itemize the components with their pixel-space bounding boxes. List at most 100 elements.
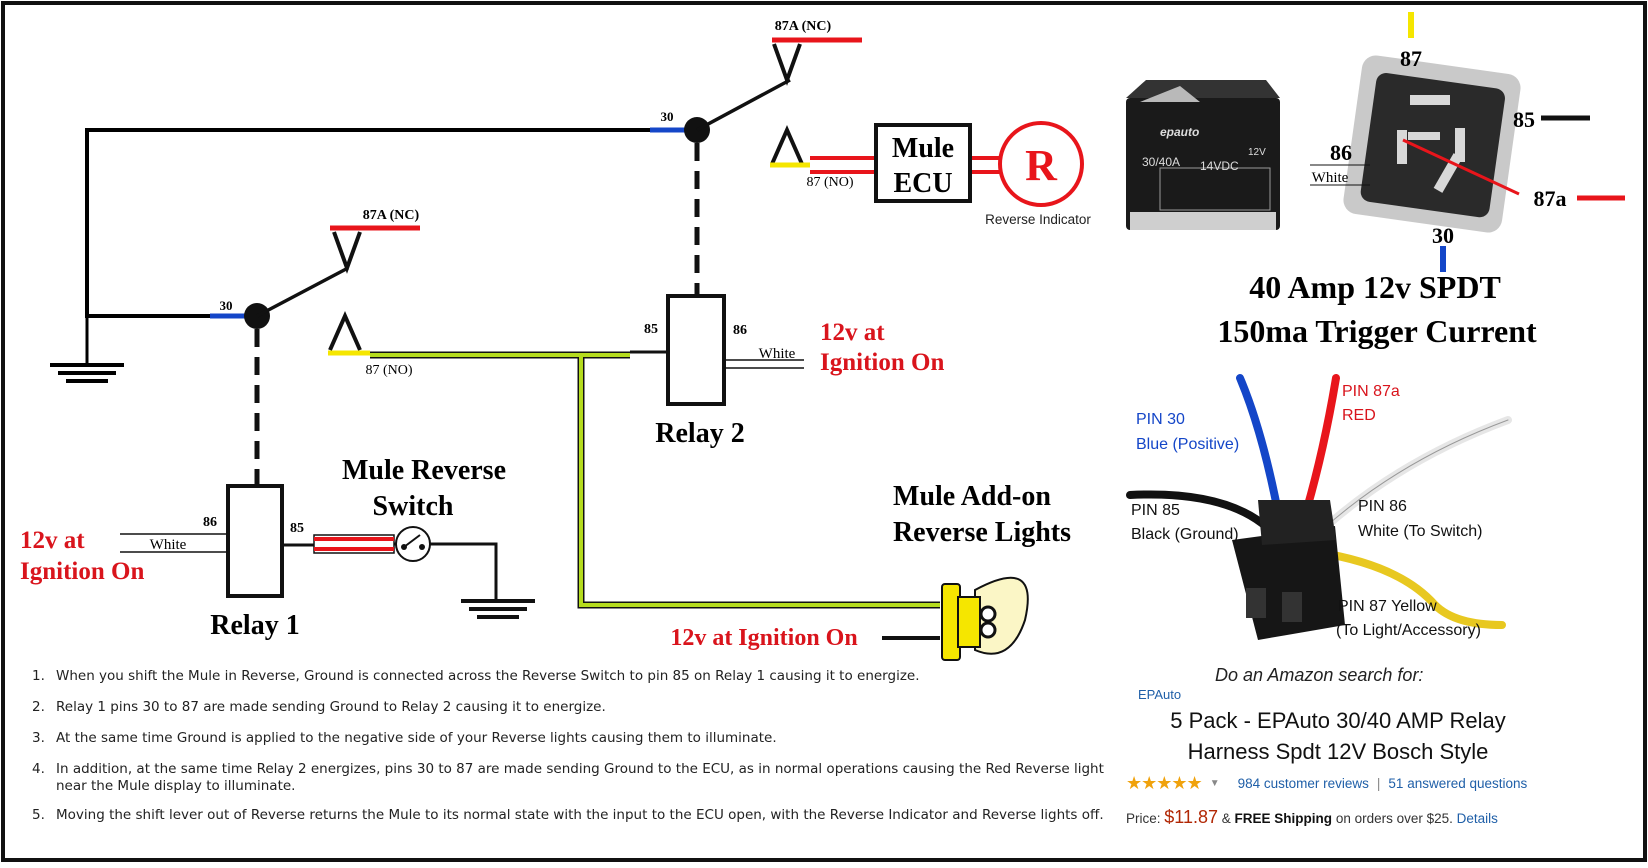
harness-pin87-color: (To Light/Accessory) xyxy=(1336,622,1481,639)
relay2-ignition-line1: 12v at xyxy=(820,319,885,346)
ecu-label-line1: Mule xyxy=(892,133,954,164)
relay1-coil xyxy=(226,484,284,598)
spec-line2: 150ma Trigger Current xyxy=(1217,313,1537,349)
green-wire xyxy=(370,351,940,609)
step-text: In addition, at the same time Relay 2 en… xyxy=(56,761,1104,794)
harness-pin85-label: PIN 85 xyxy=(1131,502,1180,519)
relay1-switch xyxy=(244,225,420,485)
step-number: 3. xyxy=(32,730,45,746)
ecu-wire xyxy=(810,156,1000,174)
reverse-indicator-label: Reverse Indicator xyxy=(985,212,1091,227)
product-title-line2: Harness Spdt 12V Bosch Style xyxy=(1187,739,1489,764)
socket-pin86-color: White xyxy=(1312,170,1349,186)
relay-socket-photo xyxy=(1343,55,1521,233)
relay2-pin85-label: 85 xyxy=(644,322,658,337)
step-number: 5. xyxy=(32,807,45,823)
ecu-label-line2: ECU xyxy=(893,168,952,199)
relay1-no-label: 87 (NO) xyxy=(365,363,412,378)
reverse-lights-ignition: 12v at Ignition On xyxy=(670,625,857,651)
harness-pin85-color: Black (Ground) xyxy=(1131,526,1239,543)
brand-link[interactable]: EPAuto xyxy=(1138,687,1182,702)
questions-link[interactable]: 51 answered questions xyxy=(1388,776,1528,791)
harness-pin87a-label: PIN 87a xyxy=(1342,383,1400,400)
details-link[interactable]: Details xyxy=(1456,811,1498,826)
step-item: 3. At the same time Ground is applied to … xyxy=(24,730,1114,747)
relay2-ignition-line2: Ignition On xyxy=(820,349,944,376)
relay2-pin30-label: 30 xyxy=(661,109,674,124)
free-shipping: FREE Shipping xyxy=(1234,811,1333,826)
relay-photo-logo: epauto xyxy=(1160,125,1199,139)
relay1-nc-label: 87A (NC) xyxy=(363,208,420,223)
chevron-down-icon[interactable]: ▼ xyxy=(1209,778,1220,789)
relay2-nc-label: 87A (NC) xyxy=(775,19,832,34)
socket-pin85-label: 85 xyxy=(1513,107,1535,132)
relay1-ignition-line2: Ignition On xyxy=(20,558,144,585)
reverse-indicator-lamp xyxy=(998,121,1084,207)
relay2-switch xyxy=(684,37,862,295)
price-row: Price: $11.87 & FREE Shipping on orders … xyxy=(1126,807,1498,828)
relay1-pin86-label: 86 xyxy=(203,515,217,530)
step-text: Moving the shift lever out of Reverse re… xyxy=(56,807,1104,823)
reviews-link[interactable]: 984 customer reviews xyxy=(1237,776,1369,791)
step-item: 5. Moving the shift lever out of Reverse … xyxy=(24,807,1114,824)
reverse-light-bulb-icon xyxy=(941,576,1029,661)
product-title[interactable]: 5 Pack - EPAuto 30/40 AMP Relay Harness … xyxy=(1138,705,1538,767)
harness-pin86-label: PIN 86 xyxy=(1358,498,1407,515)
harness-pin30-label: PIN 30 xyxy=(1136,411,1185,428)
shipping-amp: & xyxy=(1221,811,1231,826)
star-rating-icon[interactable]: ★★★★★ xyxy=(1126,773,1203,793)
reverse-lights-line1: Mule Add-on xyxy=(893,481,1051,512)
socket-pin30-label: 30 xyxy=(1432,223,1454,248)
harness-pin86-color: White (To Switch) xyxy=(1358,523,1482,540)
socket-pin87a-label: 87a xyxy=(1534,186,1567,211)
relay-photo-rating-right: 14VDC xyxy=(1200,159,1239,173)
step-item: 4. In addition, at the same time Relay 2 … xyxy=(24,761,1114,795)
product-title-line1: 5 Pack - EPAuto 30/40 AMP Relay xyxy=(1170,708,1506,733)
relay2-no-label: 87 (NO) xyxy=(806,175,853,190)
relay-photo-rating-left: 30/40A xyxy=(1142,155,1180,169)
harness-pin87-label: PIN 87 Yellow xyxy=(1338,598,1437,615)
reverse-indicator-letter: R xyxy=(1025,141,1058,190)
harness-pin87a-color: RED xyxy=(1342,407,1376,424)
reverse-lights-line2: Reverse Lights xyxy=(893,517,1071,548)
socket-pin87-label: 87 xyxy=(1400,46,1422,71)
step-text: Relay 1 pins 30 to 87 are made sending G… xyxy=(56,699,606,715)
socket-pin86-label: 86 xyxy=(1330,140,1352,165)
step-number: 1. xyxy=(32,668,45,684)
relay1-ignition-line1: 12v at xyxy=(20,527,85,554)
spec-line1: 40 Amp 12v SPDT xyxy=(1249,269,1501,305)
reverse-switch-wiring xyxy=(282,534,535,619)
rating-row: ★★★★★ ▼ 984 customer reviews | 51 answer… xyxy=(1126,773,1527,794)
step-item: 2. Relay 1 pins 30 to 87 are made sending… xyxy=(24,699,1114,716)
step-number: 2. xyxy=(32,699,45,715)
ground-bus xyxy=(50,128,650,383)
search-prompt: Do an Amazon search for: xyxy=(1215,665,1424,685)
divider: | xyxy=(1376,776,1381,791)
relay2-pin86-label: 86 xyxy=(733,323,747,338)
reverse-switch-symbol xyxy=(395,526,431,562)
reverse-switch-line1: Mule Reverse xyxy=(342,455,506,486)
relay1-pin85-label: 85 xyxy=(290,521,304,536)
reverse-switch-line2: Switch xyxy=(373,491,454,522)
relay1-pin30-label: 30 xyxy=(220,298,233,313)
relay2-white-label: White xyxy=(759,346,796,362)
step-number: 4. xyxy=(32,761,45,777)
relay1-white-label: White xyxy=(150,537,187,553)
price-label: Price: xyxy=(1126,811,1161,826)
relay-photo-coil-voltage: 12V xyxy=(1248,147,1266,158)
explanation-steps: 1. When you shift the Mule in Reverse, Gr… xyxy=(24,668,1114,838)
relay1-name: Relay 1 xyxy=(210,610,299,641)
relay2-name: Relay 2 xyxy=(655,418,744,449)
relay2-coil xyxy=(666,294,726,406)
price-value: $11.87 xyxy=(1164,807,1218,827)
step-text: At the same time Ground is applied to th… xyxy=(56,730,777,746)
ecu-box xyxy=(874,123,972,203)
relay-cube-photo xyxy=(1126,80,1280,230)
step-item: 1. When you shift the Mule in Reverse, Gr… xyxy=(24,668,1114,685)
shipping-note: on orders over $25. xyxy=(1335,811,1453,826)
harness-connector xyxy=(1232,500,1345,640)
harness-pin30-color: Blue (Positive) xyxy=(1136,436,1239,453)
step-text: When you shift the Mule in Reverse, Grou… xyxy=(56,668,920,684)
